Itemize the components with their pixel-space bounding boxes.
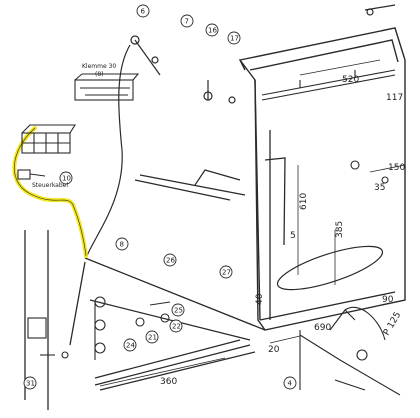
callout-16: 16 [208,27,217,35]
callout-27-marker [219,265,233,279]
dimension-520: 520 [342,75,359,85]
control-cable-label: Steuerkabel [32,182,68,189]
plug-connector [17,169,46,180]
callout-17: 17 [230,35,239,43]
hook-bolt [203,4,396,104]
callout-7-marker [180,14,194,28]
callout-8-marker [115,237,129,251]
callout-26: 26 [166,257,175,265]
terminal-block [74,73,140,101]
callout-10: 10 [62,175,71,183]
callout-6-marker [136,4,150,18]
dimension-610: 610 [299,193,309,210]
oval-slot [276,245,384,291]
control-cable [14,127,87,257]
callout-17-marker [227,31,241,45]
callout-16-marker [205,23,219,37]
dimension-35: 35 [374,183,385,193]
callout-25-marker [171,303,185,317]
dimension-385: 385 [335,221,345,238]
callout-25: 25 [174,307,183,315]
dimension-360: 360 [160,377,177,387]
terminal-block-label: Klemme 30 [82,63,116,70]
callout-21: 21 [148,334,157,342]
callout-31: 31 [26,380,35,388]
callout-22-marker [169,319,183,333]
dimension-40: 40 [255,293,265,305]
terminal-block-code: (8) [95,71,104,78]
callout-8: 8 [120,241,124,249]
upper-cable [85,35,161,259]
callout-4: 4 [288,380,293,388]
right-fittings [299,160,401,396]
dimension-117: 117 [386,93,403,103]
vertical-rod [264,130,286,320]
callout-21-marker [145,330,159,344]
dimension-20: 20 [268,345,280,355]
dimension-125: P 125 [382,310,403,337]
callout-31-marker [23,376,37,390]
callout-6: 6 [141,8,146,16]
callout-24: 24 [126,342,135,350]
fastener-group [27,296,171,360]
connector-box [21,124,76,154]
dimension-150: 150 [388,163,405,173]
callout-24-marker [123,338,137,352]
dimension-690: 690 [314,323,331,333]
side-bracket [134,169,246,201]
callout-27: 27 [222,269,231,277]
cabinet-panel [238,27,406,331]
callout-10-marker [59,171,73,185]
callout-26-marker [163,253,177,267]
panel-inner-bracket [261,69,396,101]
callout-22: 22 [172,323,181,331]
dimension-90: 90 [382,295,394,305]
callout-markers [23,4,297,390]
dimension-lines [99,59,406,387]
base-frame [24,230,266,410]
dimension-5: 5 [290,231,296,241]
callout-4-marker [283,376,297,390]
callout-7: 7 [185,18,189,26]
